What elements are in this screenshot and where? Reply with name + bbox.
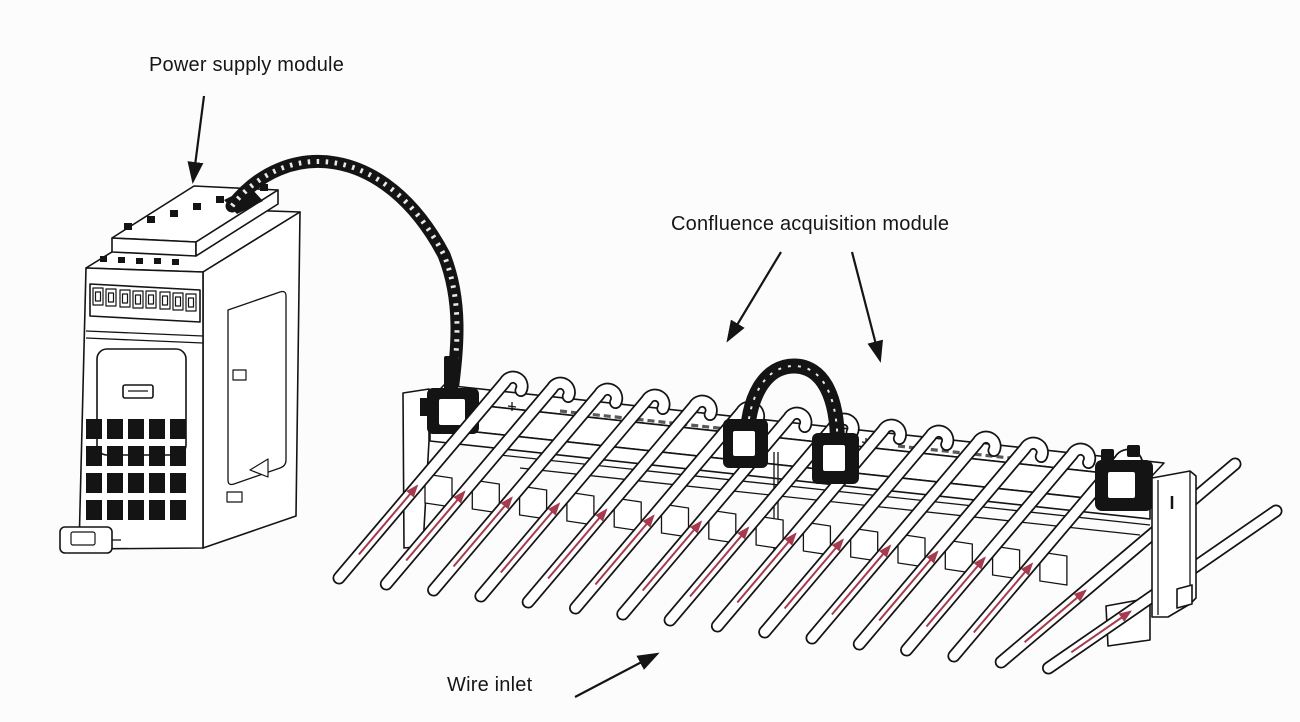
wire-inlet-arrow	[1023, 589, 1087, 643]
wire	[805, 430, 1002, 645]
wire-inlet-arrow	[878, 550, 939, 622]
wire-inlet-arrow	[641, 520, 703, 592]
wire	[332, 370, 529, 585]
wire	[521, 394, 718, 609]
wire-inlet-arrow	[405, 490, 466, 562]
wire-inlet-arrow	[500, 502, 561, 574]
junction-jumper-drawing	[723, 358, 859, 484]
wire	[616, 406, 813, 621]
rail-right-end-plate	[1151, 470, 1197, 618]
power-supply-module-label: Power supply module	[149, 54, 345, 76]
wire	[427, 382, 624, 597]
label-arrow-acquisition-left	[726, 251, 782, 343]
wire-inlet-arrow	[452, 496, 513, 568]
wire-inlet-arrow	[973, 562, 1034, 634]
wire-slot	[1039, 551, 1068, 586]
wire-inlet-arrow	[925, 556, 986, 628]
wire-slot-blocks	[424, 473, 1068, 586]
wire-inlet-arrow	[831, 544, 892, 616]
power-supply-module-drawing	[59, 184, 301, 554]
front-terminal-row	[89, 283, 201, 323]
wire-inlet-arrow	[689, 526, 750, 598]
wire-inlet-arrow	[783, 538, 844, 610]
wire	[474, 388, 671, 603]
vent-grid	[86, 419, 186, 520]
annotation-arrows	[187, 95, 883, 698]
wire	[758, 424, 955, 639]
label-arrow-wire-inlet	[574, 652, 660, 698]
label-arrow-power-supply	[187, 95, 206, 184]
wire	[900, 442, 1097, 657]
confluence-acquisition-module-label: Confluence acquisition module	[671, 213, 950, 235]
label-arrow-acquisition-right	[850, 251, 883, 363]
wire-inlet-label: Wire inlet	[447, 674, 533, 696]
wire-inlet-arrow	[547, 508, 608, 580]
right-cable-connector	[1095, 445, 1153, 511]
wire-inlet-arrow	[736, 532, 797, 604]
wire	[379, 376, 576, 591]
wire-inlet-arrow	[1070, 610, 1133, 654]
wire	[852, 436, 1049, 651]
wire	[710, 418, 907, 633]
wire-inlet-arrow	[358, 484, 419, 556]
ribbon-cable-drawing	[225, 155, 464, 399]
wire-inlet-arrow	[594, 514, 655, 586]
front-molding	[96, 348, 187, 456]
